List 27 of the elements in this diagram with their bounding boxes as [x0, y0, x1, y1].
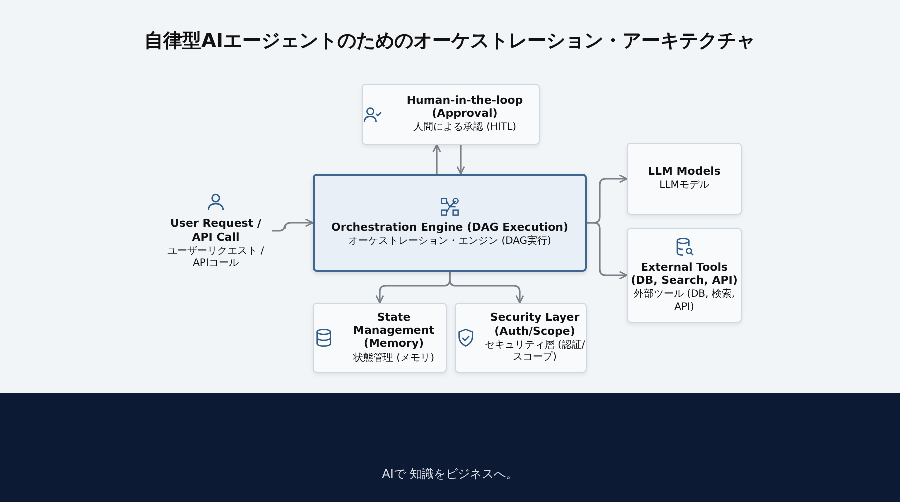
node-title: Orchestration Engine (DAG Execution)	[332, 221, 568, 234]
component-box	[627, 143, 742, 215]
engine-box	[313, 174, 587, 272]
node-subtitle: オーケストレーション・エンジン (DAG実行)	[348, 236, 552, 249]
diagram-title: 自律型AIエージェントのためのオーケストレーション・アーキテクチャ	[144, 29, 756, 54]
arrow	[272, 218, 314, 232]
arrow	[456, 145, 466, 175]
arrow	[449, 272, 524, 304]
node-title: External Tools (DB, Search, API)	[630, 260, 739, 288]
node-title: Security Layer (Auth/Scope)	[489, 311, 581, 338]
node-subtitle: 状態管理 (メモリ)	[354, 352, 434, 366]
node-subtitle: 人間による承認 (HITL)	[413, 122, 517, 135]
component-box	[627, 228, 742, 323]
node-title: State Management (Memory)	[352, 310, 436, 351]
node-subtitle: セキュリティ層 (認証/スコープ)	[484, 340, 586, 365]
component-box	[455, 303, 587, 373]
node-subtitle: 外部ツール (DB, 検索, API)	[632, 289, 736, 314]
node-subtitle: LLMモデル	[660, 180, 710, 193]
arrow	[432, 144, 442, 174]
node-title: User Request / API Call	[170, 217, 262, 244]
component-box	[362, 84, 540, 145]
node-title: Human-in-the-loop (Approval)	[406, 94, 524, 120]
tagline: AIで 知識をビジネスへ。	[381, 466, 519, 483]
node-subtitle: ユーザーリクエスト / APIコール	[166, 246, 266, 271]
component-box	[313, 303, 447, 373]
node-title: LLM Models	[648, 165, 721, 178]
arrow	[587, 222, 628, 280]
